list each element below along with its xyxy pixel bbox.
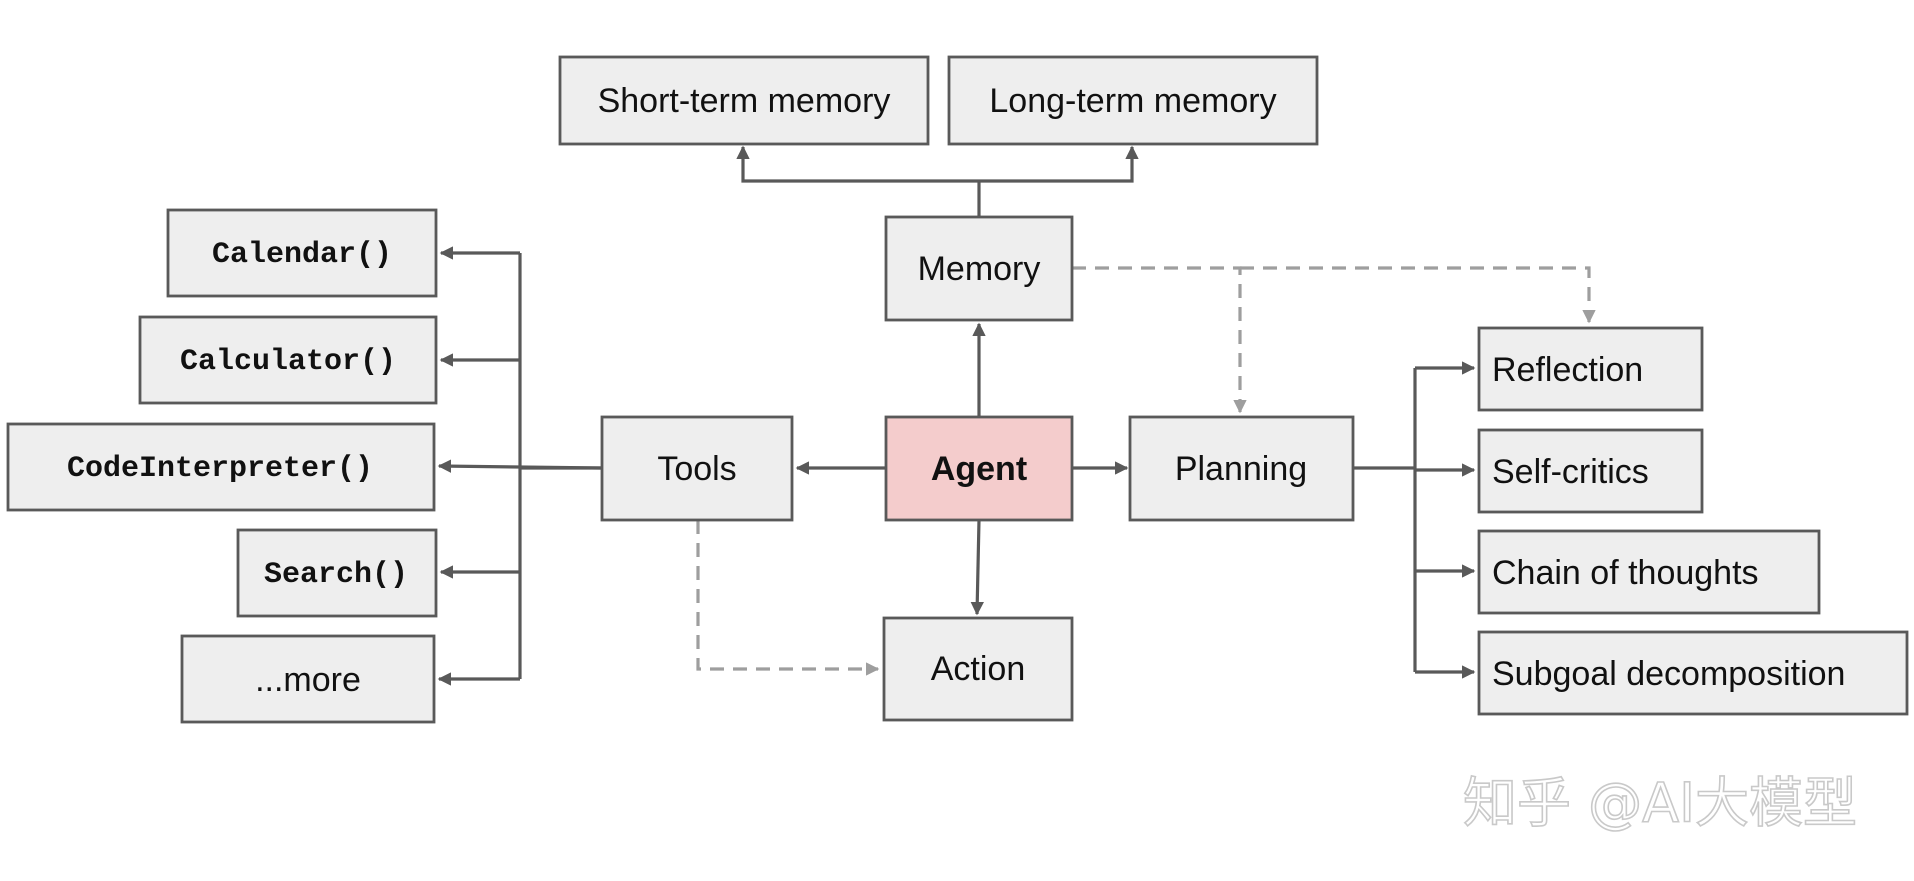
subgoal-decomposition-box	[1477, 630, 1909, 716]
node-memory: Memory	[884, 215, 1074, 322]
calendar-label: Calendar()	[212, 238, 392, 272]
agent-label: Agent	[931, 450, 1027, 488]
node-self-critics: Self-critics	[1477, 428, 1704, 514]
search-label: Search()	[264, 558, 408, 592]
node-action: Action	[882, 616, 1074, 722]
planning-box	[1128, 415, 1355, 522]
node-code-interpreter: CodeInterpreter()	[6, 422, 436, 512]
edge-memory-to-short-term	[736, 145, 979, 183]
reflection-box	[1477, 326, 1704, 412]
node-long-term-memory: Long-term memory	[947, 55, 1319, 146]
edge-agent-to-action	[970, 519, 984, 616]
action-label: Action	[931, 650, 1026, 688]
agent-box	[884, 415, 1074, 522]
self-critics-label: Self-critics	[1492, 453, 1649, 491]
node-chain-of-thoughts: Chain of thoughts	[1477, 529, 1821, 615]
more-box	[180, 634, 436, 724]
more-label: ...more	[255, 661, 361, 699]
edge-memory-to-long-term	[979, 145, 1139, 183]
code-interpreter-box	[6, 422, 436, 512]
memory-box	[884, 215, 1074, 322]
subgoal-decomposition-label: Subgoal decomposition	[1492, 655, 1845, 693]
chain-of-thoughts-box	[1477, 529, 1821, 615]
memory-label: Memory	[918, 250, 1041, 288]
node-subgoal-decomposition: Subgoal decomposition	[1477, 630, 1909, 716]
short-term-memory-box	[558, 55, 930, 146]
calendar-box	[166, 208, 438, 298]
edge-tools-to-action-dashed	[696, 520, 880, 676]
node-calendar: Calendar()	[166, 208, 438, 298]
edge-memory-to-reflection-dashed	[1240, 266, 1596, 324]
reflection-label: Reflection	[1492, 351, 1643, 389]
node-reflection: Reflection	[1477, 326, 1704, 412]
planning-label: Planning	[1175, 450, 1307, 488]
calculator-box	[138, 315, 438, 405]
node-planning: Planning	[1128, 415, 1355, 522]
edge-tools-to-code-interpreter	[437, 459, 603, 473]
action-box	[882, 616, 1074, 722]
edge-memory-to-planning-dashed	[1072, 266, 1247, 414]
calculator-label: Calculator()	[180, 345, 396, 379]
self-critics-box	[1477, 428, 1704, 514]
short-term-memory-label: Short-term memory	[598, 82, 891, 120]
node-search: Search()	[236, 528, 438, 618]
tools-box	[600, 415, 794, 522]
node-calculator: Calculator()	[138, 315, 438, 405]
edge-planning-trunk	[1353, 368, 1417, 672]
node-short-term-memory: Short-term memory	[558, 55, 930, 146]
search-box	[236, 528, 438, 618]
node-more: ...more	[180, 634, 436, 724]
code-interpreter-label: CodeInterpreter()	[67, 452, 373, 486]
node-agent: Agent	[884, 415, 1074, 522]
node-tools: Tools	[600, 415, 794, 522]
tools-label: Tools	[657, 450, 736, 488]
watermark-text: 知乎 @AI大模型	[1463, 772, 1857, 835]
edges	[437, 145, 1596, 686]
long-term-memory-label: Long-term memory	[989, 82, 1276, 120]
chain-of-thoughts-label: Chain of thoughts	[1492, 554, 1759, 592]
long-term-memory-box	[947, 55, 1319, 146]
